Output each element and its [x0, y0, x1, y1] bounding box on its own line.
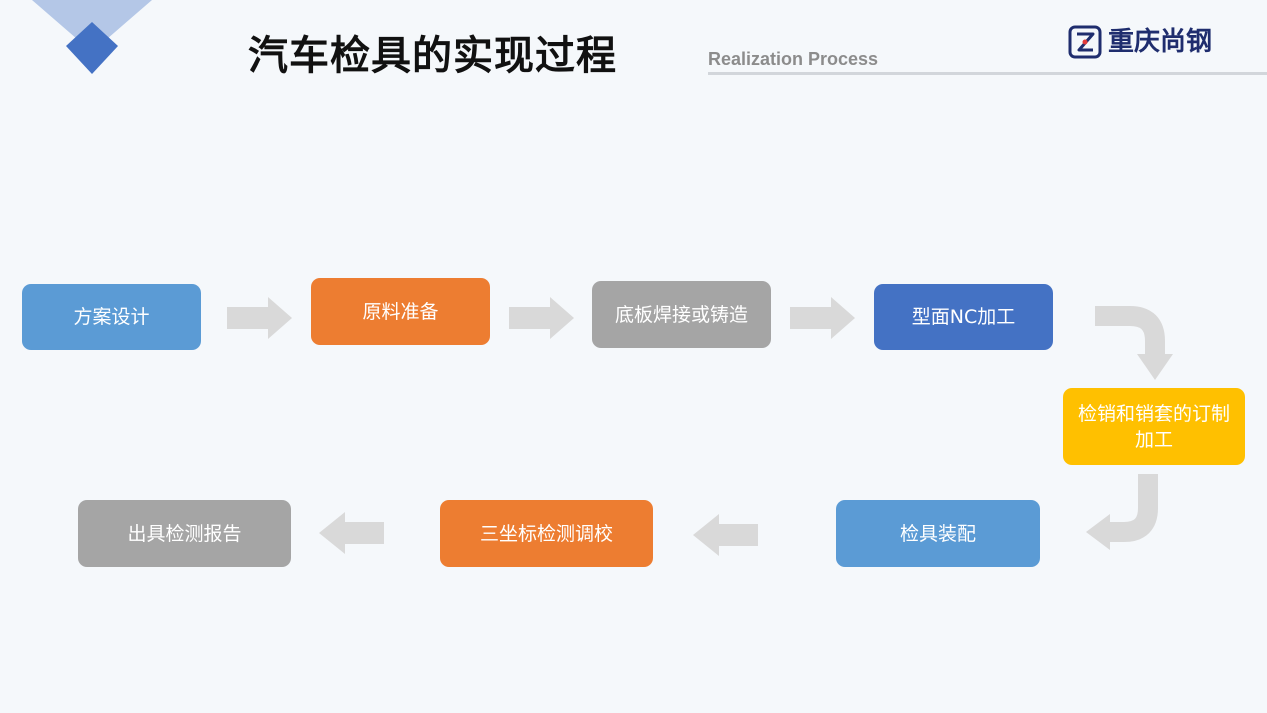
brand-logo-icon [1068, 25, 1102, 59]
arrow-right-2 [509, 297, 574, 339]
step-label-3: 底板焊接或铸造 [614, 303, 748, 326]
step-label-7: 三坐标检测调校 [479, 522, 613, 545]
decorative-triangles [32, 0, 152, 74]
step-label-2: 原料准备 [362, 300, 439, 323]
brand-logo: 重庆尚钢 [1068, 24, 1212, 60]
arrow-left-2 [319, 512, 384, 554]
step-label-8: 出具检测报告 [127, 522, 242, 545]
page-subtitle: Realization Process [708, 49, 879, 69]
step-label-4: 型面NC加工 [911, 306, 1016, 328]
arrow-right-1 [227, 297, 292, 339]
arrow-curve-down-head [1137, 354, 1173, 380]
arrow-right-3 [790, 297, 855, 339]
step-box-6: 检具装配 [836, 500, 1040, 567]
arrow-curve-left-head [1086, 514, 1110, 550]
step-box-3: 底板焊接或铸造 [592, 281, 771, 348]
step-box-4: 型面NC加工 [874, 284, 1053, 350]
step-label-1: 方案设计 [73, 306, 150, 328]
header-divider [708, 72, 1267, 75]
blue-diamond-shape [66, 22, 118, 74]
step-box-7: 三坐标检测调校 [440, 500, 653, 567]
step-box-8: 出具检测报告 [78, 500, 291, 567]
page-title: 汽车检具的实现过程 [248, 33, 617, 79]
step-label-6: 检具装配 [899, 522, 976, 545]
brand-name: 重庆尚钢 [1108, 27, 1213, 57]
step-box-5: 检销和销套的订制加工 [1063, 388, 1245, 465]
step-box-1: 方案设计 [22, 284, 201, 350]
step-box-2: 原料准备 [311, 278, 490, 345]
arrow-left-1 [693, 514, 758, 556]
arrow-curve-left [1108, 474, 1158, 542]
arrow-curve-down [1095, 306, 1165, 356]
step-label-5: 检销和销套的订制加工 [1077, 402, 1230, 451]
